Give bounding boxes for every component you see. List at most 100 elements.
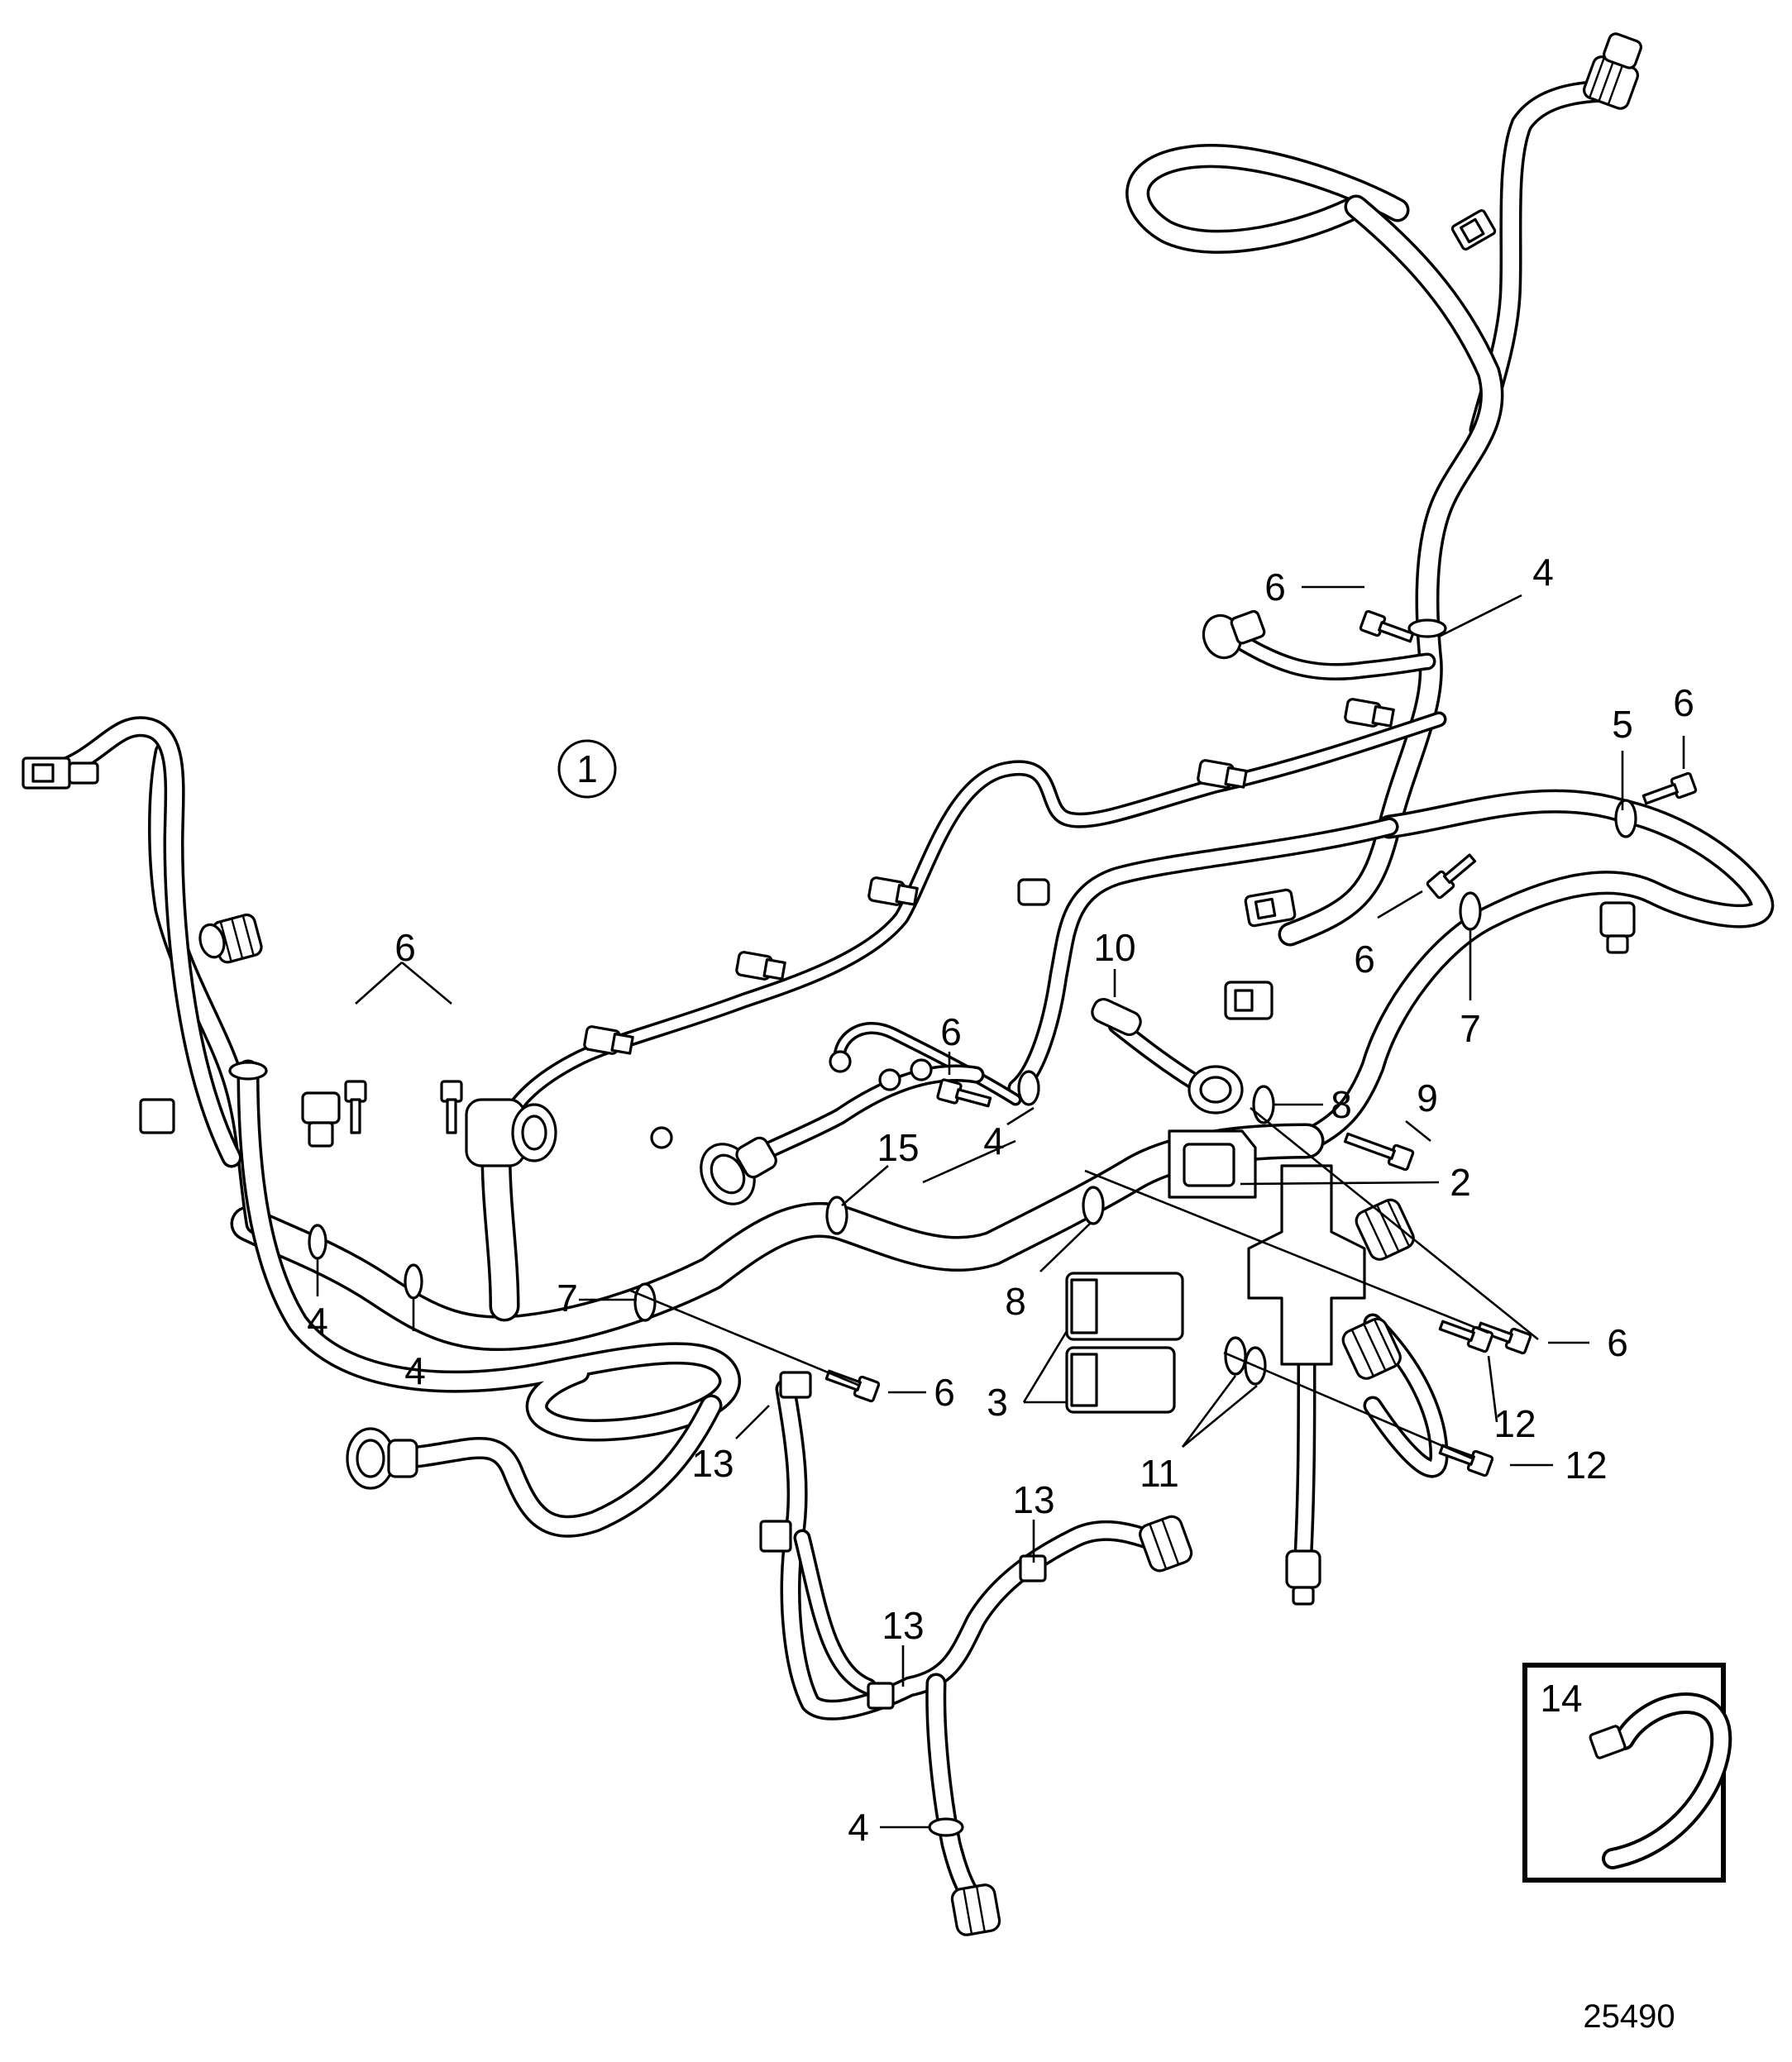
connectors	[22, 32, 1642, 1936]
callout-12-b: 12	[1565, 1444, 1607, 1487]
clamp-8-lower	[1082, 1186, 1105, 1225]
clamp-5	[1614, 799, 1637, 838]
bolt-12-b	[1438, 1444, 1494, 1477]
cable-upper-branch-fill	[1226, 631, 1433, 678]
callout-6-lower-left: 6	[934, 1371, 955, 1414]
cable-right-loop-fill	[1366, 1316, 1446, 1475]
callout-7-left: 7	[557, 1277, 578, 1320]
clamp-4-left-b	[404, 1263, 423, 1300]
sensor-rail-2	[1197, 759, 1248, 789]
callout-4-bottom: 4	[848, 1806, 869, 1849]
clamp-left-vertical	[228, 1061, 268, 1081]
leader-lines	[316, 585, 1685, 1829]
clamp-4-top	[1407, 618, 1447, 638]
sensor-rail-3	[867, 876, 919, 906]
callout-13-c: 13	[882, 1604, 924, 1647]
callout-9: 9	[1417, 1076, 1438, 1119]
callout-6-top: 6	[1264, 566, 1286, 609]
clamp-4-bottom	[928, 1817, 964, 1837]
assembly-marker-label: 1	[576, 747, 598, 790]
cylinder-part-10	[1091, 997, 1142, 1037]
cable-mid-to-center-fill	[1011, 820, 1396, 1095]
clamp-7-left	[633, 1282, 657, 1322]
angled-plug-bottom	[950, 1883, 1001, 1936]
clip-13-c	[867, 1682, 895, 1710]
angled-plug-left	[198, 913, 263, 964]
callout-6-pair: 6	[394, 926, 416, 969]
angled-plug-right-lower	[1341, 1317, 1402, 1380]
bolt-6-lower-left	[824, 1369, 881, 1403]
callout-8-lower: 8	[1005, 1280, 1026, 1323]
elbow-connector-large	[465, 1098, 557, 1167]
module-2	[1168, 1129, 1257, 1199]
connector-left-plug	[22, 757, 99, 790]
ring-terminal-4	[910, 1058, 933, 1081]
round-connector-upper-center	[1187, 1065, 1244, 1115]
assembly-marker: 1	[557, 739, 617, 799]
callout-4-left-a: 4	[307, 1300, 328, 1343]
round-connector-mid	[700, 1136, 777, 1205]
bolt-6-lower-right	[1476, 1321, 1532, 1355]
callout-4-top: 4	[1532, 551, 1554, 594]
clamp-11-a	[1224, 1336, 1247, 1376]
bolt-6-right-top	[1641, 771, 1698, 805]
junction-block	[1247, 1164, 1366, 1366]
callout-11: 11	[1140, 1452, 1179, 1495]
bolts	[344, 609, 1698, 1477]
bolt-6-pair-right	[440, 1080, 463, 1134]
callout-10: 10	[1093, 926, 1135, 969]
cable-left-plug-loop-fill	[42, 718, 239, 1165]
sensor-rail-1	[1344, 698, 1395, 728]
ring-terminal-1	[650, 1126, 673, 1149]
callout-2: 2	[1450, 1161, 1471, 1204]
sensor-upper-left-branch	[1202, 609, 1266, 660]
left-side-clip	[139, 1098, 175, 1134]
pressure-sensor-left	[301, 1091, 341, 1148]
module-3-lower	[1065, 1346, 1176, 1414]
callout-3: 3	[987, 1381, 1008, 1424]
figure-number: 25490	[1583, 1998, 1675, 2035]
cable-top-main-fill	[1281, 198, 1502, 943]
sensor-rail-5	[583, 1025, 634, 1055]
callout-6-center: 6	[940, 1010, 962, 1053]
connector-top-branch	[1450, 209, 1497, 251]
bolt-6-top	[1359, 609, 1415, 643]
callout-5: 5	[1612, 703, 1633, 746]
cable-lower-branch-fill	[796, 1532, 874, 1692]
cable-right-down-fill	[1297, 1358, 1313, 1561]
cable-top-loop-fill	[1128, 146, 1407, 251]
callout-labels: 6 4 5 6 6 7 10 6 8 9 4 2 6 15 8 7 4 4 6 …	[307, 551, 1694, 1849]
inset-cable-tie: 14	[1522, 1663, 1732, 1883]
bolt-9	[1343, 1132, 1415, 1172]
angled-plug-top-right	[1583, 32, 1642, 110]
clamp-15	[825, 1196, 848, 1235]
callout-6-mid-right: 6	[1354, 938, 1375, 981]
callout-6-right-top: 6	[1673, 681, 1694, 724]
cable-vertical-stub-fill	[484, 1145, 517, 1319]
clamp-4-center	[1017, 1070, 1040, 1106]
callout-6-lower-right: 6	[1607, 1321, 1628, 1364]
bolt-6-pair-left	[344, 1080, 367, 1134]
clip-13-a	[779, 1371, 812, 1399]
clip-lower-left	[759, 1520, 792, 1553]
callout-13-b: 13	[1012, 1478, 1054, 1521]
inset-label: 14	[1540, 1677, 1582, 1720]
callout-8-upper: 8	[1331, 1083, 1352, 1126]
cable-bottom-left-fill	[389, 1397, 719, 1535]
sensor-rail-4	[735, 951, 786, 981]
cable-main-right-fill	[1297, 792, 1771, 1150]
callout-12-a: 12	[1493, 1402, 1536, 1445]
bolt-12-a	[1438, 1320, 1494, 1353]
connector-right-small	[1244, 888, 1297, 928]
clamp-7-right	[1459, 891, 1482, 931]
ring-terminal-3	[878, 1068, 901, 1091]
round-plug-bottom-left	[346, 1427, 418, 1490]
callout-4-left-b: 4	[404, 1349, 426, 1392]
module-3-upper	[1065, 1272, 1184, 1341]
callout-4-center: 4	[983, 1119, 1005, 1162]
cable-lower-down-fill	[928, 1676, 983, 1909]
bolt-6-center	[936, 1078, 992, 1108]
sensor-right-clip	[1599, 901, 1636, 954]
bolt-6-mid-right	[1426, 853, 1477, 900]
plug-bottom-right	[1285, 1549, 1321, 1606]
